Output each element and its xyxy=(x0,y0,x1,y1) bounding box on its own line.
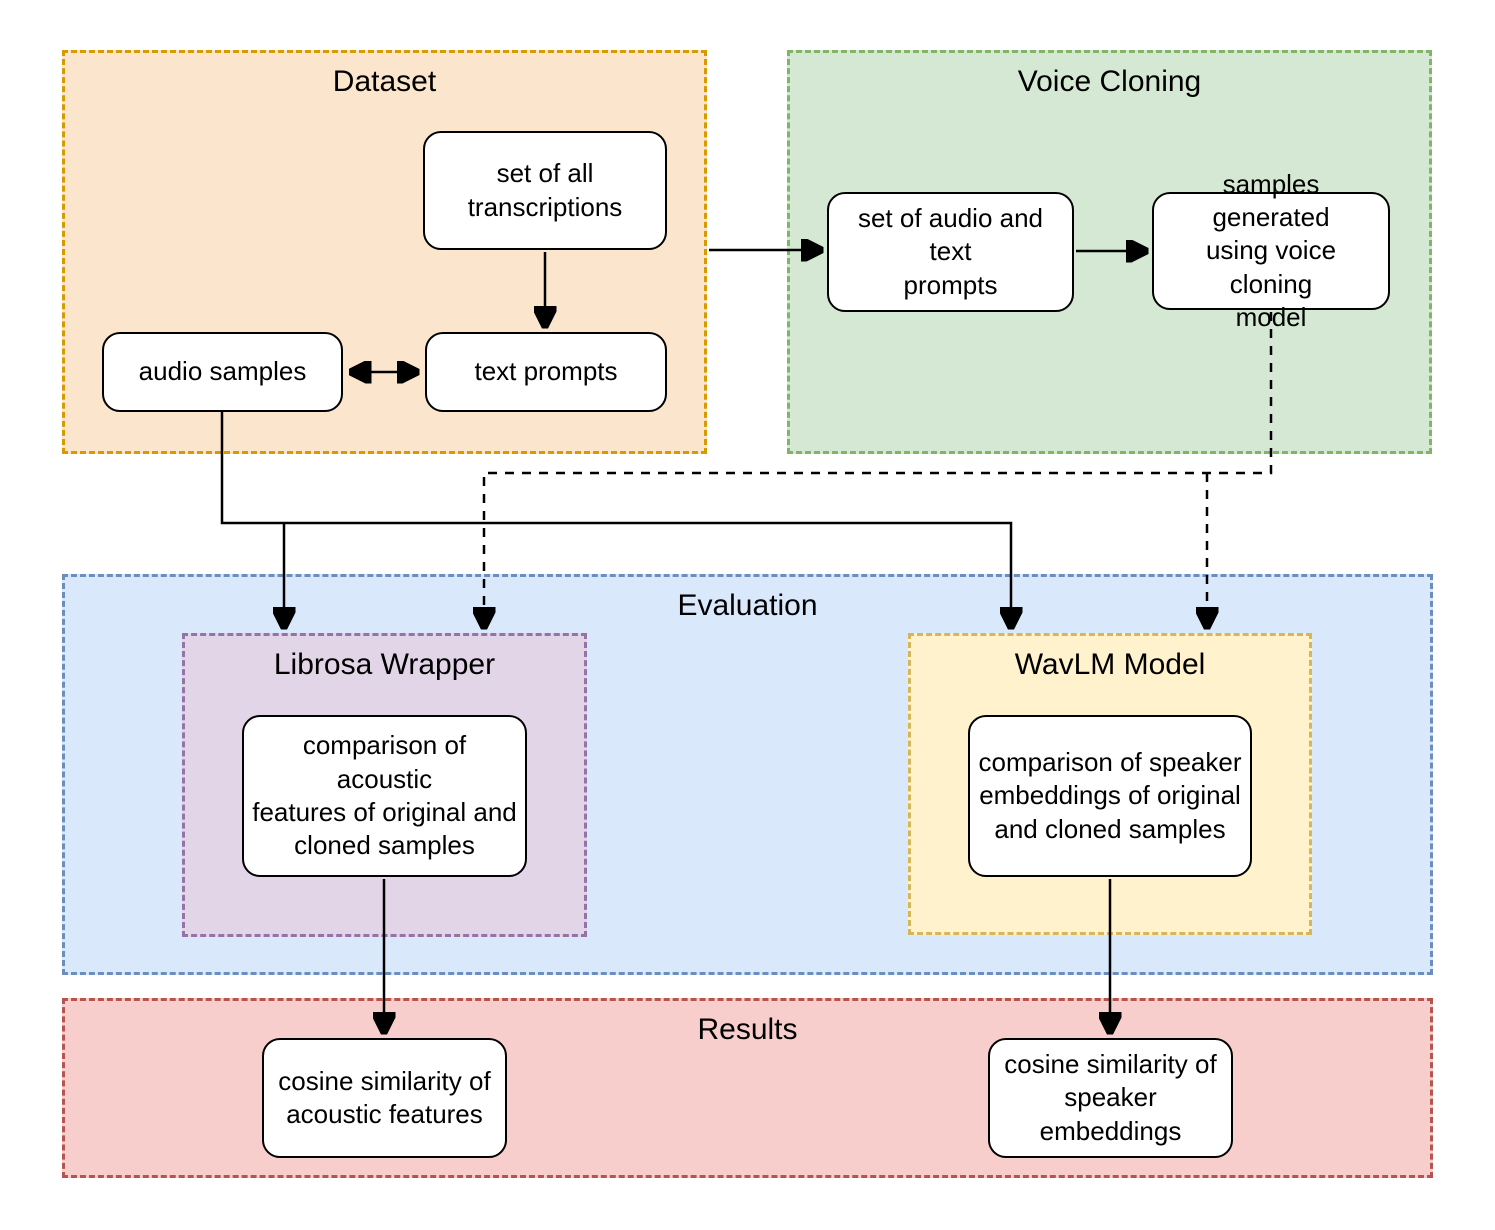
node-set-of-all-transcriptions: set of all transcriptions xyxy=(423,131,667,250)
node-cosine-similarity-of-speaker-embeddings: cosine similarity of speaker embeddings xyxy=(988,1038,1233,1158)
node-comparison-of-speaker-embeddings-label: comparison of speaker embeddings of orig… xyxy=(978,747,1242,844)
node-set-of-audio-and-text-prompts-label: set of audio and text prompts xyxy=(857,203,1044,300)
node-set-of-audio-and-text-prompts: set of audio and text prompts xyxy=(827,192,1074,312)
node-set-of-all-transcriptions-label: set of all transcriptions xyxy=(467,158,623,222)
node-cosine-similarity-embeddings-label: cosine similarity of speaker embeddings xyxy=(1004,1049,1217,1146)
node-audio-samples-label: audio samples xyxy=(138,356,307,387)
node-comparison-of-speaker-embeddings: comparison of speaker embeddings of orig… xyxy=(968,715,1252,877)
node-audio-samples: audio samples xyxy=(102,332,343,412)
node-text-prompts-label: text prompts xyxy=(474,356,618,387)
node-comparison-of-acoustic-features: comparison of acoustic features of origi… xyxy=(242,715,527,877)
node-samples-generated-label: samples generated using voice cloning mo… xyxy=(1205,168,1337,332)
node-samples-generated-using-voice-cloning-model: samples generated using voice cloning mo… xyxy=(1152,169,1390,332)
node-text-prompts: text prompts xyxy=(425,332,667,412)
container-results-title: Results xyxy=(697,1013,798,1046)
node-cosine-similarity-of-acoustic-features: cosine similarity of acoustic features xyxy=(262,1038,507,1158)
container-librosa-wrapper-title: Librosa Wrapper xyxy=(273,648,496,681)
container-dataset-title: Dataset xyxy=(332,65,437,98)
node-comparison-of-acoustic-features-label: comparison of acoustic features of origi… xyxy=(252,730,517,861)
container-evaluation-title: Evaluation xyxy=(677,589,818,622)
node-cosine-similarity-acoustic-label: cosine similarity of acoustic features xyxy=(278,1065,491,1129)
container-voice-cloning-title: Voice Cloning xyxy=(1017,65,1202,98)
container-wavlm-model-title: WavLM Model xyxy=(1014,648,1206,681)
